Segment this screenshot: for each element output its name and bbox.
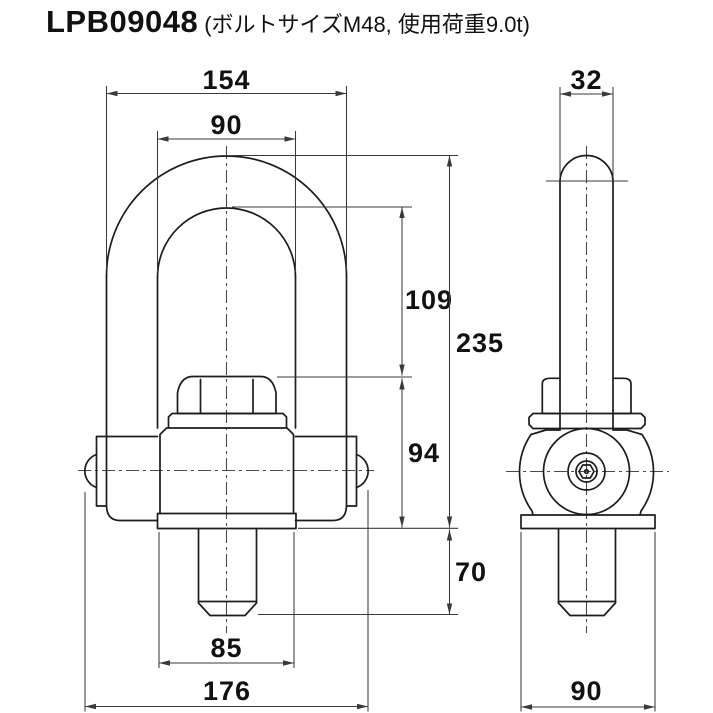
pin-circle [567,452,606,491]
dim-inner-height-109: 109 [232,206,453,378]
side-boss-left [518,429,561,516]
model-number: LPB09048 [46,4,199,39]
bolt-shank [197,527,258,617]
front-view [78,146,374,633]
dim-outer-width-154: 154 [105,65,348,271]
side-outline [518,154,656,617]
hex-nut [176,375,277,415]
dim-label-32: 32 [570,65,602,95]
dim-flange-width-85: 85 [158,532,295,668]
dim-label-85: 85 [210,633,242,663]
bail-leg-right [294,275,348,522]
pin-cap-right-bulge [355,453,369,489]
dim-inner-width-90: 90 [156,110,297,272]
side-centerlines [506,146,669,633]
side-view [506,146,669,633]
side-nut-left [541,377,561,415]
swivel-body [159,427,295,515]
bail-outer-arc [105,155,348,277]
dim-label-154: 154 [202,65,250,95]
pin-cap-right-plate [345,435,358,507]
drawing-title: LPB09048 (ボルトサイズM48, 使用荷重9.0t) [46,4,530,40]
dim-label-109: 109 [405,285,453,315]
side-bolt-shank [557,527,617,617]
front-outline [84,155,369,617]
side-bail-arc [559,154,614,183]
side-flange [520,514,656,530]
center-mark [583,468,590,475]
side-boss-right [612,429,655,516]
dim-label-235: 235 [456,328,504,358]
retainer-circle [575,460,598,483]
washer [167,412,288,429]
dim-label-94: 94 [408,438,440,468]
dim-label-176: 176 [203,676,251,706]
dim-body-height-94: 94 [298,378,458,529]
side-nut-right [612,377,632,415]
dim-overall-height-235: 235 [232,154,504,528]
pin-cap-left-plate [95,435,108,507]
dim-label-90-front: 90 [210,110,242,140]
pin-cap-left-bulge [84,453,98,489]
side-washer [528,412,646,430]
dim-base-width-90: 90 [520,532,656,712]
dim-label-70: 70 [455,557,487,587]
model-spec: (ボルトサイズM48, 使用荷重9.0t) [204,12,530,37]
dim-label-90-side: 90 [570,676,602,706]
dim-overall-width-176: 176 [84,490,369,712]
dim-bolt-length-70: 70 [258,529,487,616]
dimension-annotations: 154 90 109 235 94 [84,65,656,712]
bail-leg-left [105,275,159,522]
flange [156,512,297,530]
hex-socket [578,464,595,479]
dim-bail-thickness-32: 32 [559,65,614,177]
bail-inner-arc [156,207,297,278]
front-centerlines [78,146,374,633]
